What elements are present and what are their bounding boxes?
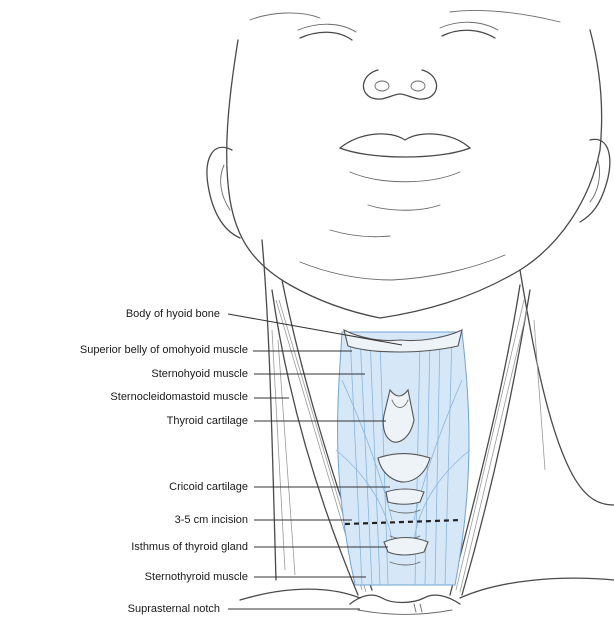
label-sternohyoid: Sternohyoid muscle bbox=[151, 368, 248, 381]
jaw-contour bbox=[300, 230, 505, 280]
label-hyoid-bone: Body of hyoid bone bbox=[126, 308, 220, 321]
thyroid-isthmus bbox=[384, 538, 428, 556]
right-ear bbox=[580, 139, 610, 222]
label-cricoid-cartilage: Cricoid cartilage bbox=[169, 481, 248, 494]
mouth bbox=[340, 134, 470, 210]
eyes bbox=[298, 22, 498, 40]
nose bbox=[363, 70, 436, 99]
label-omohyoid: Superior belly of omohyoid muscle bbox=[80, 344, 248, 357]
label-suprasternal-notch: Suprasternal notch bbox=[128, 603, 220, 616]
label-incision: 3-5 cm incision bbox=[175, 514, 248, 527]
head-outline bbox=[227, 10, 602, 318]
label-sternocleidomastoid: Sternocleidomastoid muscle bbox=[110, 391, 248, 404]
left-ear bbox=[207, 147, 240, 238]
label-sternothyroid: Sternothyroid muscle bbox=[145, 571, 248, 584]
label-thyroid-isthmus: Isthmus of thyroid gland bbox=[131, 541, 248, 554]
suprasternal-notch bbox=[350, 595, 460, 614]
label-thyroid-cartilage: Thyroid cartilage bbox=[167, 415, 248, 428]
